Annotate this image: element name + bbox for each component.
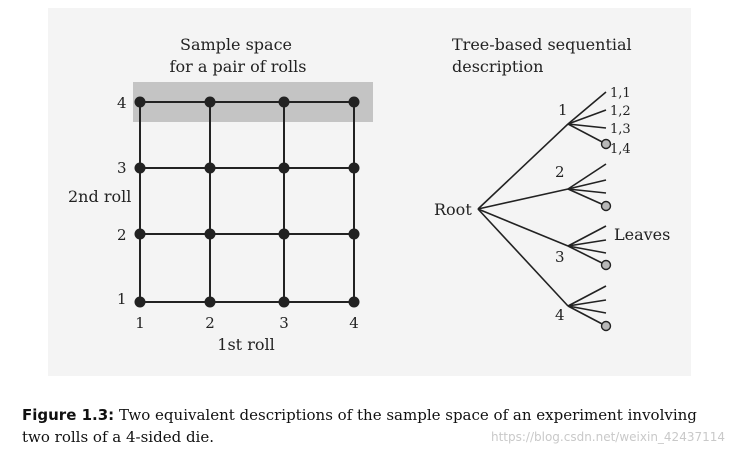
- root-branch-3: [477, 208, 569, 247]
- leaf-label-1-1: 1,1: [610, 86, 631, 101]
- grid-dots: [134, 96, 360, 308]
- outcome-dot-4-4: [348, 96, 360, 108]
- leaf-branch-1-2: [567, 109, 607, 125]
- x-tick-4: 4: [349, 314, 359, 332]
- leaf-branch-3-2: [567, 239, 607, 247]
- leaf-node-4-4: [600, 320, 612, 332]
- grid-lines: [139, 101, 355, 303]
- outcome-dot-2-2: [204, 228, 216, 240]
- outcome-dot-4-3: [348, 162, 360, 174]
- root-label: Root: [434, 200, 472, 219]
- leaves-label: Leaves: [614, 225, 670, 244]
- outcome-dot-4-1: [348, 296, 360, 308]
- leaf-node-1-4: [600, 138, 612, 150]
- x-axis-label: 1st roll: [217, 335, 274, 354]
- leaf-label-1-4: 1,4: [610, 142, 631, 157]
- leaf-branch-4-1: [567, 285, 607, 307]
- outcome-dot-4-2: [348, 228, 360, 240]
- leaf-branch-4-3: [567, 305, 607, 314]
- root-branch-2: [477, 188, 569, 210]
- leaf-branch-3-3: [567, 245, 607, 254]
- leaf-branch-1-1: [567, 91, 607, 125]
- y-tick-3: 3: [117, 159, 127, 177]
- leaf-label-1-3: 1,3: [610, 122, 631, 137]
- outcome-dot-1-3: [134, 162, 146, 174]
- outcome-dot-3-2: [278, 228, 290, 240]
- tree-title-line1: Tree-based sequential: [452, 35, 632, 54]
- leaf-branch-2-3: [567, 188, 607, 194]
- leaf-branch-4-4: [567, 305, 607, 327]
- outcome-dot-1-1: [134, 296, 146, 308]
- outcome-dot-2-4: [204, 96, 216, 108]
- outcome-dot-2-3: [204, 162, 216, 174]
- branch-label-4: 4: [555, 306, 565, 324]
- leaf-node-2-4: [600, 200, 612, 212]
- outcome-dot-1-4: [134, 96, 146, 108]
- outcome-dot-3-1: [278, 296, 290, 308]
- y-axis-label: 2nd roll: [68, 187, 131, 206]
- figure-caption: Figure 1.3: Two equivalent descriptions …: [22, 404, 722, 448]
- leaf-branch-1-4: [567, 123, 607, 145]
- caption-label: Figure 1.3:: [22, 406, 115, 424]
- outcome-dot-1-2: [134, 228, 146, 240]
- y-tick-1: 1: [117, 290, 127, 308]
- leaf-branch-2-2: [567, 179, 607, 190]
- root-branch-4: [477, 208, 569, 307]
- leaf-branch-2-1: [567, 163, 607, 190]
- leaf-node-3-4: [600, 259, 612, 271]
- leaf-branch-3-4: [567, 245, 607, 266]
- leaf-branch-3-1: [567, 225, 607, 247]
- tree-branches: [477, 91, 607, 327]
- diagram-canvas: Sample space for a pair of rolls 2nd rol…: [68, 35, 670, 354]
- leaf-branch-2-4: [567, 188, 607, 207]
- watermark: https://blog.csdn.net/weixin_42437114: [490, 430, 725, 444]
- leaf-label-1-2: 1,2: [610, 104, 631, 119]
- outcome-dot-3-4: [278, 96, 290, 108]
- tree-title-line2: description: [452, 57, 543, 76]
- outcome-dot-3-3: [278, 162, 290, 174]
- outcome-dot-2-1: [204, 296, 216, 308]
- x-tick-1: 1: [135, 314, 145, 332]
- branch-label-2: 2: [555, 163, 565, 181]
- branch-label-3: 3: [555, 248, 565, 266]
- x-tick-2: 2: [205, 314, 215, 332]
- y-tick-2: 2: [117, 226, 127, 244]
- x-tick-3: 3: [279, 314, 289, 332]
- y-tick-4: 4: [117, 94, 127, 112]
- grid-title-line1: Sample space: [180, 35, 292, 54]
- root-branch-1: [477, 123, 569, 210]
- tree-leaf-nodes: [600, 138, 612, 332]
- leaf-branch-4-2: [567, 299, 607, 307]
- caption-text: Two equivalent descriptions of the sampl…: [22, 406, 697, 446]
- grid-title-line2: for a pair of rolls: [170, 57, 307, 76]
- leaf-branch-1-3: [567, 123, 607, 129]
- branch-label-1: 1: [558, 101, 568, 119]
